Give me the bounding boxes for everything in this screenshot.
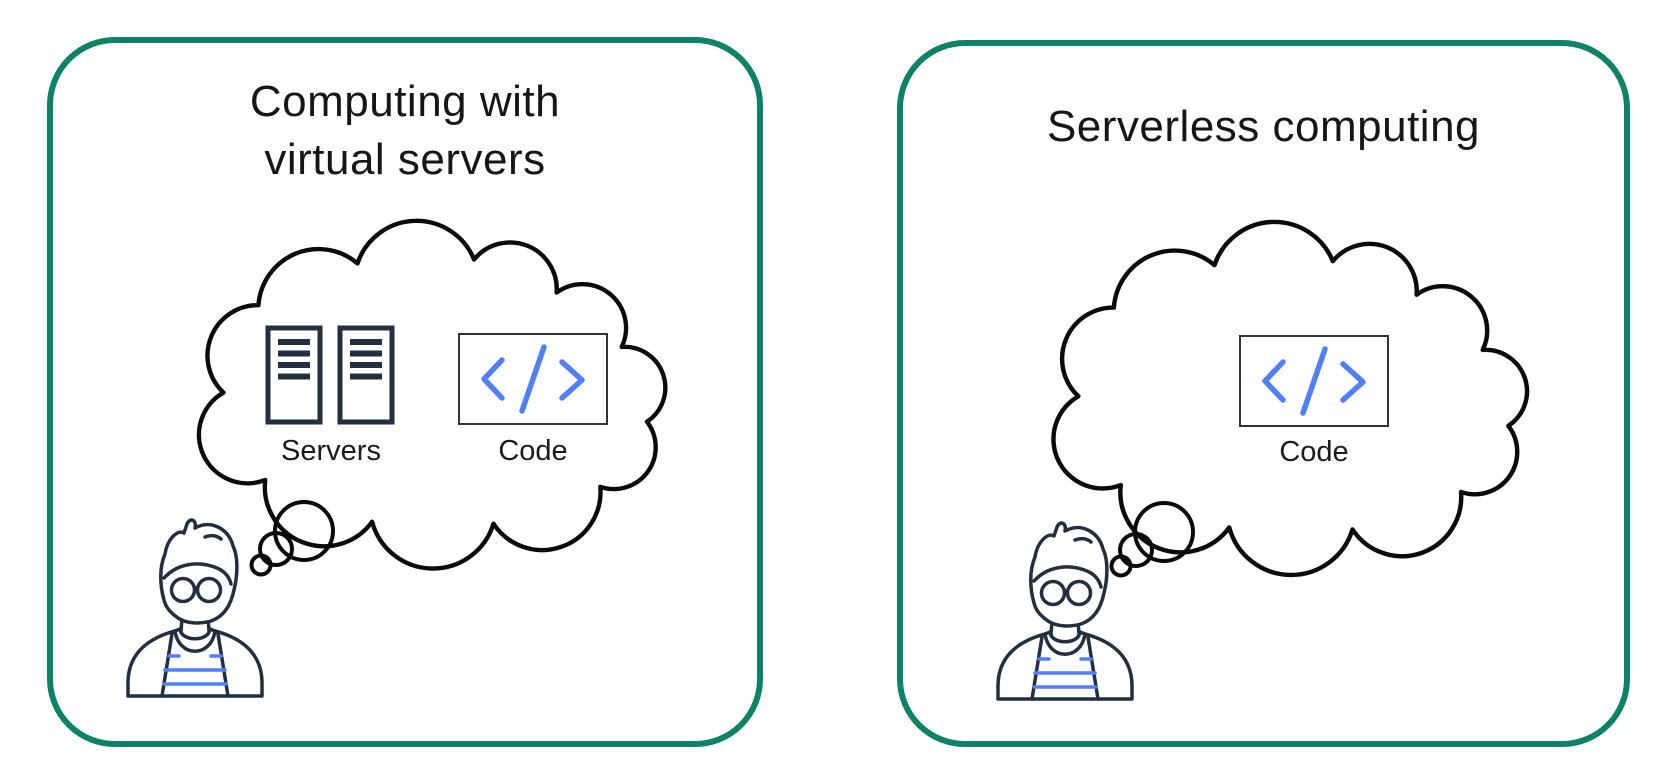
panel-title-line: Serverless computing: [1046, 102, 1481, 151]
person-with-glasses-icon: [996, 521, 1134, 701]
servers-label: Servers: [281, 435, 381, 467]
panel-virtual-servers: Computing with virtual servers Servers C…: [47, 37, 763, 747]
code-label: Code: [498, 435, 568, 467]
person-with-glasses-icon: [126, 518, 264, 698]
code-icon: [458, 333, 608, 425]
panel-title: Computing with virtual servers: [53, 73, 757, 189]
panel-title-line: Computing with: [249, 77, 561, 126]
panel-title: Serverless computing: [903, 98, 1624, 156]
panel-title-line: virtual servers: [264, 135, 546, 184]
code-icon: [1239, 335, 1389, 427]
servers-icon: [265, 325, 395, 425]
panel-serverless: Serverless computing Code: [897, 40, 1630, 747]
code-label: Code: [1279, 436, 1349, 468]
